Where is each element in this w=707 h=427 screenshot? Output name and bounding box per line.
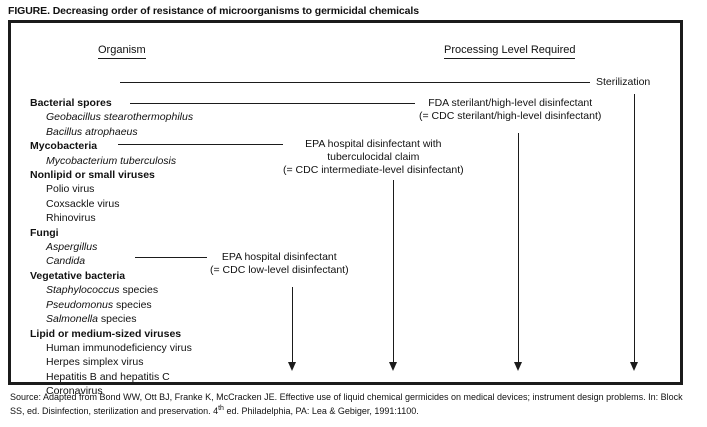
mycobacteria-connector-line <box>118 144 283 145</box>
organism-item: Herpes simplex virus <box>46 356 144 369</box>
figure-title: FIGURE. Decreasing order of resistance o… <box>8 5 419 17</box>
organism-group: Fungi <box>30 226 59 239</box>
organism-group: Mycobacteria <box>30 140 98 153</box>
organism-item: Rhinovirus <box>46 212 96 225</box>
arrow-head-fda <box>513 362 522 371</box>
organism-genus: Staphylococcus <box>46 284 120 297</box>
source-note-part2: ed. Philadelphia, PA: Lea & Gebiger, 199… <box>223 406 419 417</box>
organism-item: Pseudomonus species <box>30 298 193 312</box>
organism-item: Bacillus atrophaeus <box>46 125 138 138</box>
organism-item: Hepatitis B and hepatitis C <box>46 370 170 383</box>
processing-level-epa-tb-line3: (= CDC intermediate-level disinfectant) <box>283 164 464 176</box>
source-note: Source: Adapted from Bond WW, Ott BJ, Fr… <box>10 392 698 418</box>
figure-frame <box>8 20 683 385</box>
sterilization-connector-line <box>120 82 590 83</box>
organism-rank: species <box>119 284 159 297</box>
organism-item: Staphylococcus species <box>30 283 193 297</box>
arrow-head-sterilization <box>629 362 638 371</box>
organism-item: Geobacillus stearothermophilus <box>46 111 194 124</box>
organism-item: Candida <box>46 255 86 268</box>
arrow-shaft-sterilization <box>634 94 635 367</box>
bacterial-spores-connector-line <box>130 103 415 104</box>
processing-level-fda: FDA sterilant/high-level disinfectant (=… <box>419 97 601 123</box>
source-note-superscript: th <box>218 405 224 413</box>
processing-level-fda-line2: (= CDC sterilant/high-level disinfectant… <box>419 110 602 122</box>
organism-item: Human immunodeficiency virus <box>46 341 192 354</box>
organism-rank: species <box>113 298 152 311</box>
processing-level-epa-tuberculocidal: EPA hospital disinfectant with tuberculo… <box>283 138 464 177</box>
organism-group: Vegetative bacteria <box>30 269 126 282</box>
organism-item: Coxsackle virus <box>46 197 120 210</box>
arrow-head-epa-tuberculocidal <box>388 362 397 371</box>
organism-item: Polio virus <box>46 183 95 196</box>
processing-level-epa-tb-line1: EPA hospital disinfectant with <box>305 138 442 150</box>
organism-item: Coronavirus <box>46 385 103 398</box>
arrow-shaft-fda <box>518 133 519 367</box>
organism-item: Salmonella species <box>30 312 193 326</box>
vegetative-bacteria-connector-line <box>135 257 207 258</box>
organism-item: Mycobacterium tuberculosis <box>46 154 177 167</box>
organism-genus: Salmonella <box>46 313 98 326</box>
organism-item: Aspergillus <box>46 241 98 254</box>
organism-rank: species <box>97 313 137 326</box>
organism-group: Nonlipid or small viruses <box>30 169 155 182</box>
arrow-shaft-epa-tuberculocidal <box>393 180 394 367</box>
arrow-shaft-epa-low <box>292 287 293 367</box>
source-note-part1: Source: Adapted from Bond WW, Ott BJ, Fr… <box>10 392 683 417</box>
column-header-processing-level: Processing Level Required <box>444 44 576 59</box>
processing-level-epa-tb-line2: tuberculocidal claim <box>327 151 420 163</box>
processing-level-epa-low-line1: EPA hospital disinfectant <box>221 251 337 263</box>
organism-genus: Pseudomonus <box>46 298 114 311</box>
column-header-organism: Organism <box>98 44 146 59</box>
processing-level-epa-low: EPA hospital disinfectant (= CDC low-lev… <box>210 251 349 277</box>
arrow-head-epa-low <box>287 362 296 371</box>
organism-group: Bacterial spores <box>30 97 112 109</box>
organism-group: Lipid or medium-sized viruses <box>30 327 182 340</box>
processing-level-fda-line1: FDA sterilant/high-level disinfectant <box>428 97 593 109</box>
processing-level-epa-low-line2: (= CDC low-level disinfectant) <box>210 264 349 276</box>
sterilization-label: Sterilization <box>596 76 651 88</box>
